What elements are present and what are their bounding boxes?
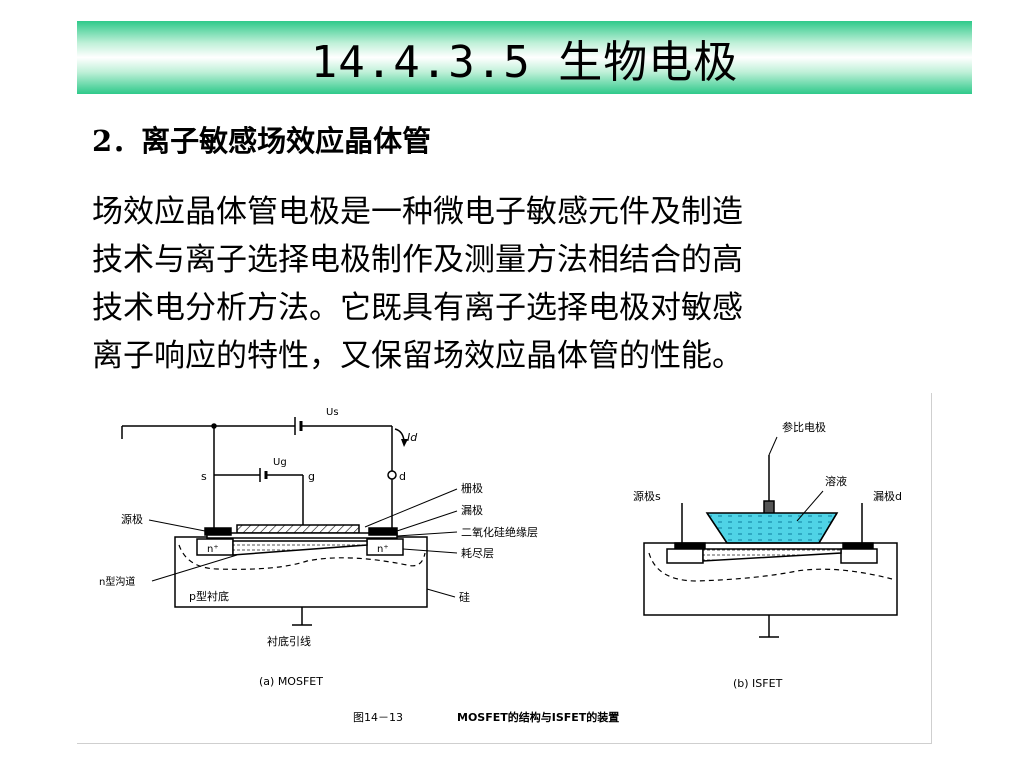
n-plus-left-label: n⁺ [207, 544, 219, 555]
paragraph-line: 离子响应的特性，又保留场效应晶体管的性能。 [92, 338, 743, 374]
figure-caption: 图14－13 MOSFET的结构与ISFET的装置 [353, 710, 619, 724]
drain-label: 漏极 [461, 503, 483, 517]
paragraph-line: 技术电分析方法。它既具有离子选择电极对敏感 [92, 290, 743, 326]
isfet-source-label: 源极s [633, 489, 661, 503]
isfet-caption: (b) ISFET [733, 677, 783, 690]
mosfet-labels: Us Id Ug s g d 栅极 漏极 源极 二氧化硅绝缘层 n⁺ n⁺ 耗尽… [99, 407, 538, 688]
isfet-drain-label: 漏极d [873, 489, 902, 503]
g-label: g [308, 470, 315, 483]
mosfet-caption: (a) MOSFET [259, 675, 323, 688]
n-plus-right-label: n⁺ [377, 544, 389, 555]
body-paragraph: 场效应晶体管电极是一种微电子敏感元件及制造 技术与离子选择电极制作及测量方法相结… [92, 188, 930, 380]
source-label: 源极 [121, 512, 143, 526]
depletion-label: 耗尽层 [461, 547, 494, 560]
id-label: Id [407, 431, 418, 444]
gate-label: 栅极 [461, 481, 483, 495]
figure-diagram: Us Id Ug s g d 栅极 漏极 源极 二氧化硅绝缘层 n⁺ n⁺ 耗尽… [99, 407, 902, 724]
us-label: Us [326, 407, 339, 418]
d-label: d [399, 470, 406, 483]
arrow-icon [401, 439, 408, 447]
section-heading: 2．离子敏感场效应晶体管 [92, 124, 432, 158]
ug-label: Ug [273, 457, 287, 468]
mosfet-diagram [121, 417, 458, 626]
isfet-labels: 参比电极 溶液 源极s 漏极d (b) ISFET [633, 420, 902, 690]
figure-title: MOSFET的结构与ISFET的装置 [457, 710, 619, 724]
paragraph-line: 技术与离子选择电极制作及测量方法相结合的高 [92, 242, 743, 278]
silicon-label: 硅 [459, 591, 470, 604]
paragraph-line: 场效应晶体管电极是一种微电子敏感元件及制造 [92, 194, 743, 230]
isfet-diagram [643, 436, 898, 638]
slide-title: 14.4.3.5 生物电极 [310, 36, 739, 88]
title-bar: 14.4.3.5 生物电极 [77, 21, 972, 94]
substrate-label: p型衬底 [189, 589, 229, 603]
figure-number: 图14－13 [353, 711, 403, 724]
s-label: s [201, 470, 207, 483]
solution-label: 溶液 [825, 474, 847, 488]
reference-electrode-label: 参比电极 [782, 420, 826, 434]
figure-mosfet-isfet: Us Id Ug s g d 栅极 漏极 源极 二氧化硅绝缘层 n⁺ n⁺ 耗尽… [77, 393, 932, 744]
substrate-lead-label: 衬底引线 [267, 634, 311, 648]
oxide-label: 二氧化硅绝缘层 [461, 525, 538, 539]
channel-label: n型沟道 [99, 575, 135, 588]
